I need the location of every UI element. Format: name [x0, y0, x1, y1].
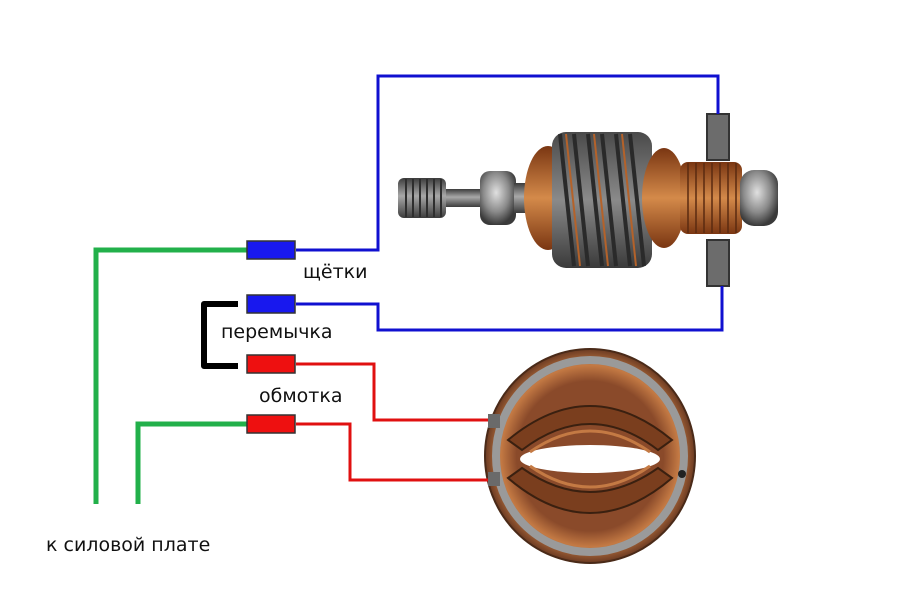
armature-bearing-left: [480, 171, 516, 225]
wire-brush-bottom: [296, 286, 724, 332]
connector-winding-1: [246, 354, 296, 374]
armature-shaft-left: [446, 189, 482, 207]
armature-commutator: [680, 162, 742, 234]
connector-brush-1: [246, 240, 296, 260]
label-winding: обмотка: [259, 385, 343, 407]
wire-power-2: [135, 421, 248, 504]
wire-winding-top: [296, 362, 488, 422]
stator-image: [484, 348, 696, 564]
label-brushes: щётки: [303, 261, 368, 283]
brush-bottom: [706, 239, 730, 287]
wire-power-1: [93, 247, 248, 504]
label-to-power-board: к силовой плате: [46, 534, 211, 556]
connector-brush-2: [246, 294, 296, 314]
label-jumper: перемычка: [221, 321, 333, 343]
armature-thread: [398, 178, 446, 218]
wire-winding-bottom: [296, 422, 488, 482]
armature-bearing-right: [740, 170, 778, 226]
connector-winding-2: [246, 414, 296, 434]
armature-core: [552, 132, 652, 268]
armature-image: [398, 113, 778, 287]
jumper-bracket: [201, 301, 238, 369]
wire-brush-top: [296, 74, 720, 252]
stator-terminal-bottom: [488, 472, 500, 486]
stator-terminal-top: [488, 414, 500, 428]
brush-top: [706, 113, 730, 161]
armature-winding-right: [642, 148, 686, 248]
